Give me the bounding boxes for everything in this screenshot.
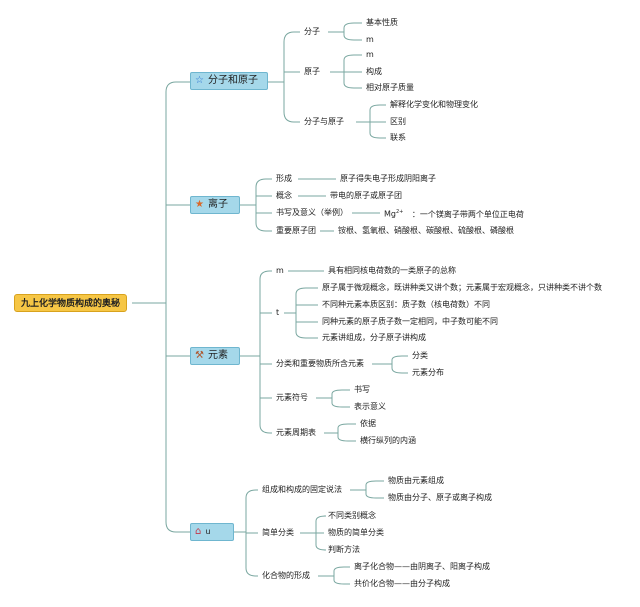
node-connection[interactable]: 联系 <box>390 133 406 142</box>
node-substance-classes[interactable]: 物质的简单分类 <box>328 528 384 537</box>
root-topic[interactable]: 九上化学物质构成的奥秘 <box>14 294 128 312</box>
node-yuanzi[interactable]: 原子 <box>304 67 320 76</box>
node-writing-example[interactable]: Mg2+ ：一个镁离子带两个单位正电荷 <box>384 207 524 220</box>
node-covalent-compound[interactable]: 共价化合物——由分子构成 <box>354 579 450 588</box>
node-explain-changes[interactable]: 解释化学变化和物理变化 <box>390 100 478 109</box>
node-difference[interactable]: 区别 <box>390 117 406 126</box>
node-element-definition[interactable]: 具有相同核电荷数的一类原子的总称 <box>328 266 456 275</box>
node-yuanzi-m[interactable]: m <box>366 50 374 59</box>
node-ionic-compound[interactable]: 离子化合物——由阴离子、阳离子构成 <box>354 562 490 571</box>
hub-label: u <box>205 527 211 536</box>
node-groups-list[interactable]: 铵根、氢氧根、硝酸根、碳酸根、硫酸根、磷酸根 <box>338 226 514 235</box>
node-micro-macro[interactable]: 原子属于微观概念，既讲种类又讲个数；元素属于宏观概念，只讲种类不讲个数 <box>322 283 602 292</box>
node-made-of-elements[interactable]: 物质由元素组成 <box>388 476 444 485</box>
node-compound-formation[interactable]: 化合物的形成 <box>262 571 310 580</box>
node-molecule-and-atom[interactable]: 分子与原子 <box>304 117 344 126</box>
hub-ions[interactable]: ★ 离子 <box>190 196 240 214</box>
node-same-protons[interactable]: 同种元素的原子质子数一定相同，中子数可能不同 <box>322 317 498 326</box>
node-classification[interactable]: 分类和重要物质所含元素 <box>276 359 364 368</box>
node-basic-properties[interactable]: 基本性质 <box>366 18 398 27</box>
node-element-m[interactable]: m <box>276 266 284 275</box>
node-element-symbol[interactable]: 元素符号 <box>276 393 308 402</box>
node-fenzi-m[interactable]: m <box>366 35 374 44</box>
hub-label: 元素 <box>207 350 228 361</box>
node-category-concepts[interactable]: 不同类别概念 <box>328 511 376 520</box>
node-important-groups[interactable]: 重要原子团 <box>276 226 316 235</box>
node-fixed-terms[interactable]: 组成和构成的固定说法 <box>262 485 342 494</box>
node-fenzi[interactable]: 分子 <box>304 27 320 36</box>
node-judging-method[interactable]: 判断方法 <box>328 545 360 554</box>
formula-mg: Mg <box>384 209 396 219</box>
formula-charge: 2+ <box>395 209 404 215</box>
house-icon: ⌂ <box>195 526 202 537</box>
node-composition-vs-structure[interactable]: 元素讲组成，分子原子讲构成 <box>322 333 426 342</box>
formula-meaning: ：一个镁离子带两个单位正电荷 <box>411 209 524 219</box>
node-formation[interactable]: 形成 <box>276 174 292 183</box>
node-rows-columns[interactable]: 横行纵列的内涵 <box>360 436 416 445</box>
node-concept-desc[interactable]: 带电的原子或原子团 <box>330 191 402 200</box>
node-structure[interactable]: 构成 <box>366 67 382 76</box>
hub-composition[interactable]: ⌂ u <box>190 523 234 541</box>
node-periodic-table[interactable]: 元素周期表 <box>276 428 316 437</box>
node-simple-classification[interactable]: 简单分类 <box>262 528 294 537</box>
tools-icon: ⚒ <box>195 350 204 361</box>
node-essential-difference[interactable]: 不同种元素本质区别：质子数（核电荷数）不同 <box>322 300 490 309</box>
star-icon: ☆ <box>195 75 204 86</box>
node-element-t[interactable]: t <box>276 308 280 317</box>
hub-molecules-atoms[interactable]: ☆ 分子和原子 <box>190 72 268 90</box>
node-formation-desc[interactable]: 原子得失电子形成阴阳离子 <box>340 174 436 183</box>
node-concept[interactable]: 概念 <box>276 191 292 200</box>
node-symbol-meaning[interactable]: 表示意义 <box>354 402 386 411</box>
node-periodic-basis[interactable]: 依据 <box>360 419 376 428</box>
node-relative-mass[interactable]: 相对原子质量 <box>366 83 414 92</box>
node-symbol-writing[interactable]: 书写 <box>354 385 370 394</box>
node-classes[interactable]: 分类 <box>412 351 428 360</box>
node-writing[interactable]: 书写及意义（举例） <box>276 208 348 217</box>
hub-label: 分子和原子 <box>207 75 258 86</box>
star-badge-icon: ★ <box>195 199 204 210</box>
hub-elements[interactable]: ⚒ 元素 <box>190 347 240 365</box>
node-made-of-particles[interactable]: 物质由分子、原子或离子构成 <box>388 493 492 502</box>
node-element-distribution[interactable]: 元素分布 <box>412 368 444 377</box>
hub-label: 离子 <box>207 199 228 210</box>
